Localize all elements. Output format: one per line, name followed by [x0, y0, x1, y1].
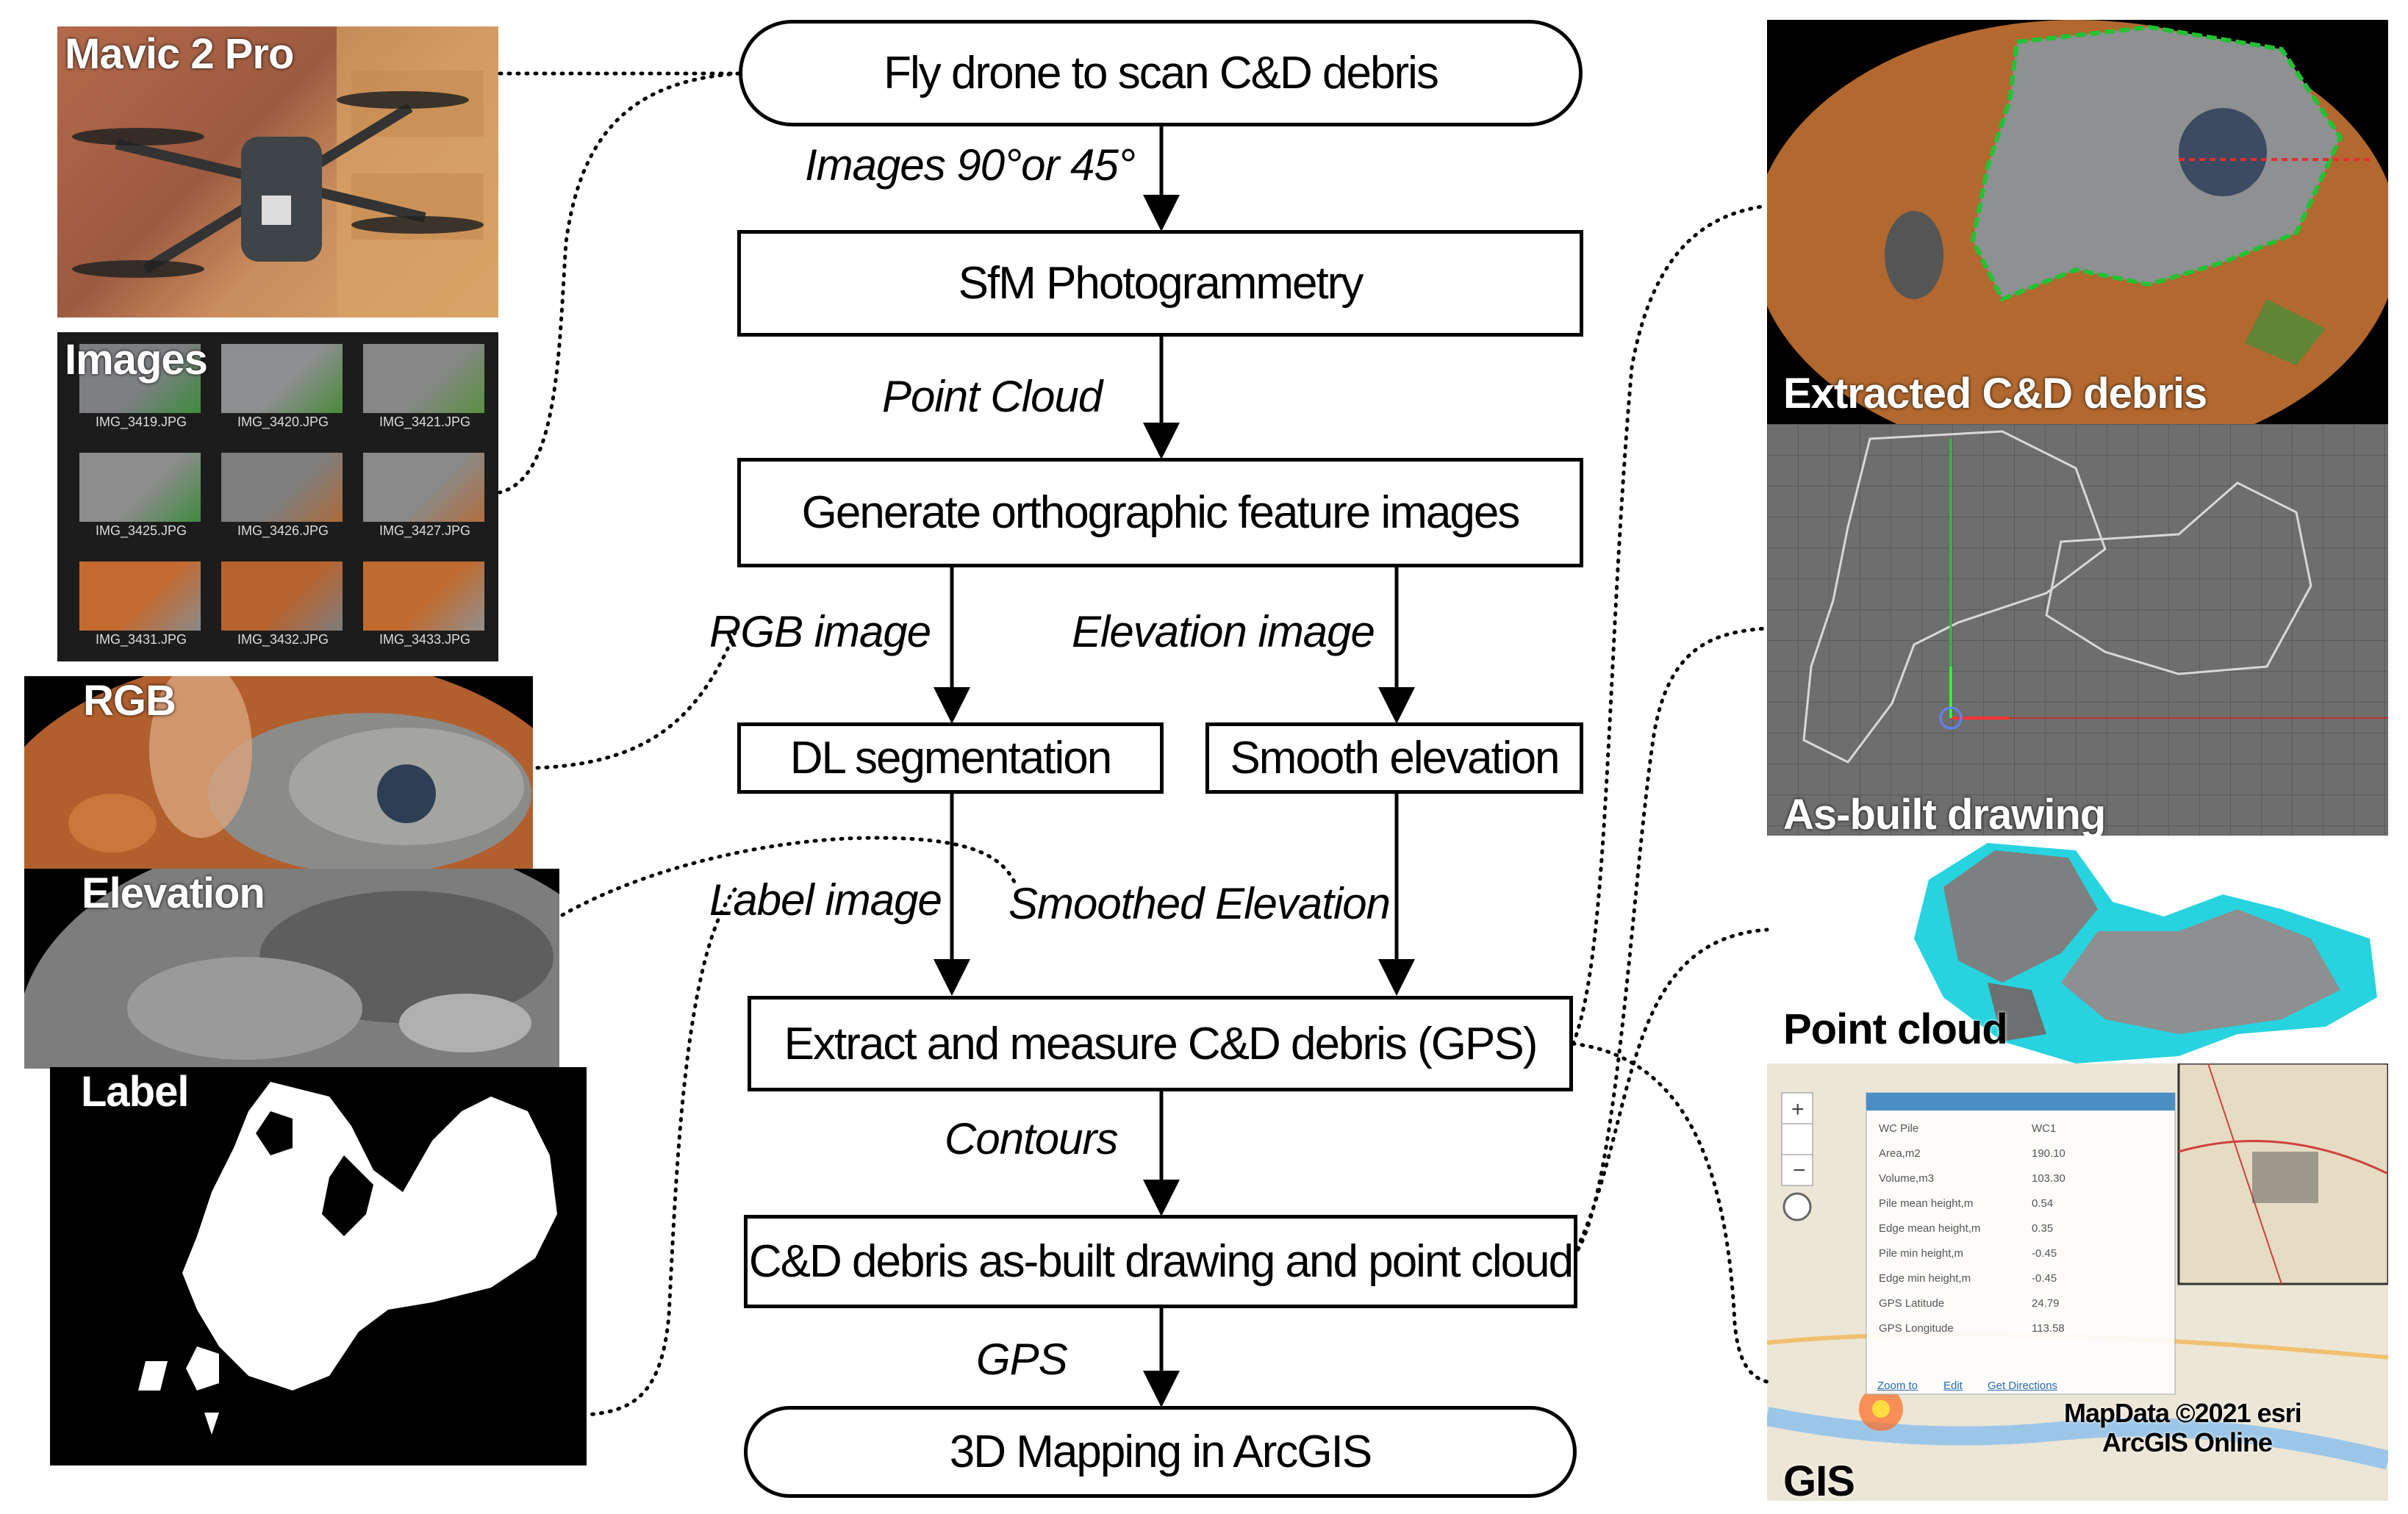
link-gis: [1571, 1041, 1769, 1384]
gis-field-value: 24.79: [2032, 1297, 2060, 1310]
svg-text:+: +: [1791, 1097, 1805, 1122]
rgb-illustration: [24, 676, 533, 869]
thumbnail[interactable]: [363, 344, 484, 413]
rgb-image: RGB: [24, 676, 533, 869]
thumbnail[interactable]: [363, 562, 484, 631]
smooth-elevation-node: Smooth elevation: [1205, 722, 1583, 794]
thumbnail[interactable]: [221, 562, 343, 631]
asbuilt-node: C&D debris as-built drawing and point cl…: [744, 1215, 1577, 1308]
gis-field-name: Edge min height,m: [1879, 1272, 1971, 1285]
label-title: Label: [81, 1068, 189, 1116]
thumbnail[interactable]: [221, 344, 343, 413]
gis-title: GIS: [1783, 1457, 1855, 1501]
sfm-node: SfM Photogrammetry: [737, 230, 1583, 337]
gis-field-name: Edge mean height,m: [1879, 1222, 1981, 1235]
svg-text:−: −: [1793, 1158, 1806, 1183]
images-title: Images: [65, 336, 208, 384]
gis-field-value: WC1: [2032, 1122, 2057, 1135]
gis-edit-link[interactable]: Edit: [1943, 1380, 1963, 1392]
edge-label-elevation: Elevation image: [1072, 607, 1375, 656]
drone-photo-title: Mavic 2 Pro: [65, 30, 294, 78]
gis-credit-2: ArcGIS Online: [2102, 1427, 2273, 1457]
images-grid: IMG_3419.JPG IMG_3420.JPG IMG_3421.JPG IMG_…: [57, 332, 498, 661]
link-rgb: [531, 630, 737, 770]
edge-label-smoothed: Smoothed Elevation: [1008, 879, 1391, 928]
gis-directions-link[interactable]: Get Directions: [1988, 1380, 2058, 1392]
generate-node: Generate orthographic feature images: [737, 458, 1583, 567]
thumbnail-caption: IMG_3432.JPG: [237, 632, 329, 647]
elevation-image: Elevation: [24, 869, 559, 1069]
mapping-node: 3D Mapping in ArcGIS: [744, 1406, 1577, 1498]
thumbnail-caption: IMG_3421.JPG: [379, 415, 471, 429]
thumbnail-caption: IMG_3420.JPG: [237, 415, 329, 429]
gis-field-value: -0.45: [2032, 1272, 2057, 1285]
thumbnail-caption: IMG_3427.JPG: [379, 523, 471, 538]
link-pointcloud: [1571, 928, 1769, 1259]
link-elevation: [560, 836, 1017, 917]
edge-label-images: Images 90°or 45°: [805, 140, 1136, 190]
gis-field-name: GPS Latitude: [1879, 1297, 1945, 1310]
drone-photo: Mavic 2 Pro: [57, 26, 498, 317]
gis-credit-1: MapData ©2021 esri: [2064, 1398, 2302, 1428]
thumbnail-caption: IMG_3431.JPG: [96, 632, 187, 647]
gis-field-value: 190.10: [2032, 1147, 2065, 1160]
elevation-illustration: [24, 869, 559, 1069]
rgb-title: RGB: [83, 677, 176, 725]
edge-label-gps: GPS: [976, 1335, 1068, 1384]
link-label: [584, 887, 737, 1417]
gis-zoom-link[interactable]: Zoom to: [1877, 1380, 1918, 1392]
edge-label-rgb: RGB image: [709, 607, 931, 656]
label-image: Label: [50, 1067, 587, 1465]
dl-segmentation-node: DL segmentation: [737, 722, 1164, 794]
label-illustration: [138, 1082, 557, 1435]
extracted-illustration: [1767, 20, 2388, 426]
edge-label-label: Label image: [709, 875, 942, 925]
gis-field-name: Pile min height,m: [1879, 1247, 1964, 1260]
drone-illustration: [72, 26, 498, 317]
gis-field-name: WC Pile: [1879, 1122, 1919, 1135]
thumbnail[interactable]: [363, 453, 484, 522]
gis-field-name: Pile mean height,m: [1879, 1197, 1974, 1210]
gis-field-value: 113.58: [2032, 1322, 2065, 1335]
thumbnail-caption: IMG_3426.JPG: [237, 523, 329, 538]
gis-field-name: GPS Longitude: [1879, 1322, 1954, 1335]
extracted-debris-image: Extracted C&D debris: [1767, 20, 2388, 426]
gis-field-value: -0.45: [2032, 1247, 2057, 1260]
asbuilt-drawing: As-built drawing: [1767, 424, 2388, 836]
thumbnail-caption: IMG_3425.JPG: [96, 523, 187, 538]
extract-node: Extract and measure C&D debris (GPS): [748, 996, 1573, 1091]
asbuilt-title: As-built drawing: [1783, 791, 2106, 836]
thumbnail-caption: IMG_3433.JPG: [379, 632, 471, 647]
gis-field-value: 0.54: [2032, 1197, 2054, 1210]
edge-label-contours: Contours: [945, 1114, 1118, 1163]
gis-basemap: + −: [1767, 1063, 2388, 1470]
link-asbuilt: [1571, 626, 1769, 1259]
gis-field-name: Area,m2: [1879, 1147, 1921, 1160]
thumbnail[interactable]: [79, 562, 201, 631]
edge-label-point-cloud: Point Cloud: [882, 372, 1103, 421]
point-cloud-image: Point cloud: [1767, 836, 2388, 1063]
point-cloud-title: Point cloud: [1783, 1005, 2008, 1053]
thumbnail[interactable]: [79, 344, 201, 413]
extracted-title: Extracted C&D debris: [1783, 370, 2207, 417]
link-images: [498, 71, 741, 495]
thumbnail[interactable]: [79, 453, 201, 522]
gis-field-value: 103.30: [2032, 1172, 2065, 1185]
elevation-title: Elevation: [82, 869, 265, 917]
point-cloud-illustration: [1914, 843, 2377, 1063]
thumbnail-caption: IMG_3419.JPG: [96, 415, 187, 429]
gis-field-value: 0.35: [2032, 1222, 2054, 1235]
asbuilt-illustration: [1802, 430, 2388, 764]
thumbnail[interactable]: [221, 453, 343, 522]
gis-field-name: Volume,m3: [1879, 1172, 1935, 1185]
fly-drone-node: Fly drone to scan C&D debris: [739, 20, 1583, 126]
link-extracted: [1571, 204, 1769, 1046]
